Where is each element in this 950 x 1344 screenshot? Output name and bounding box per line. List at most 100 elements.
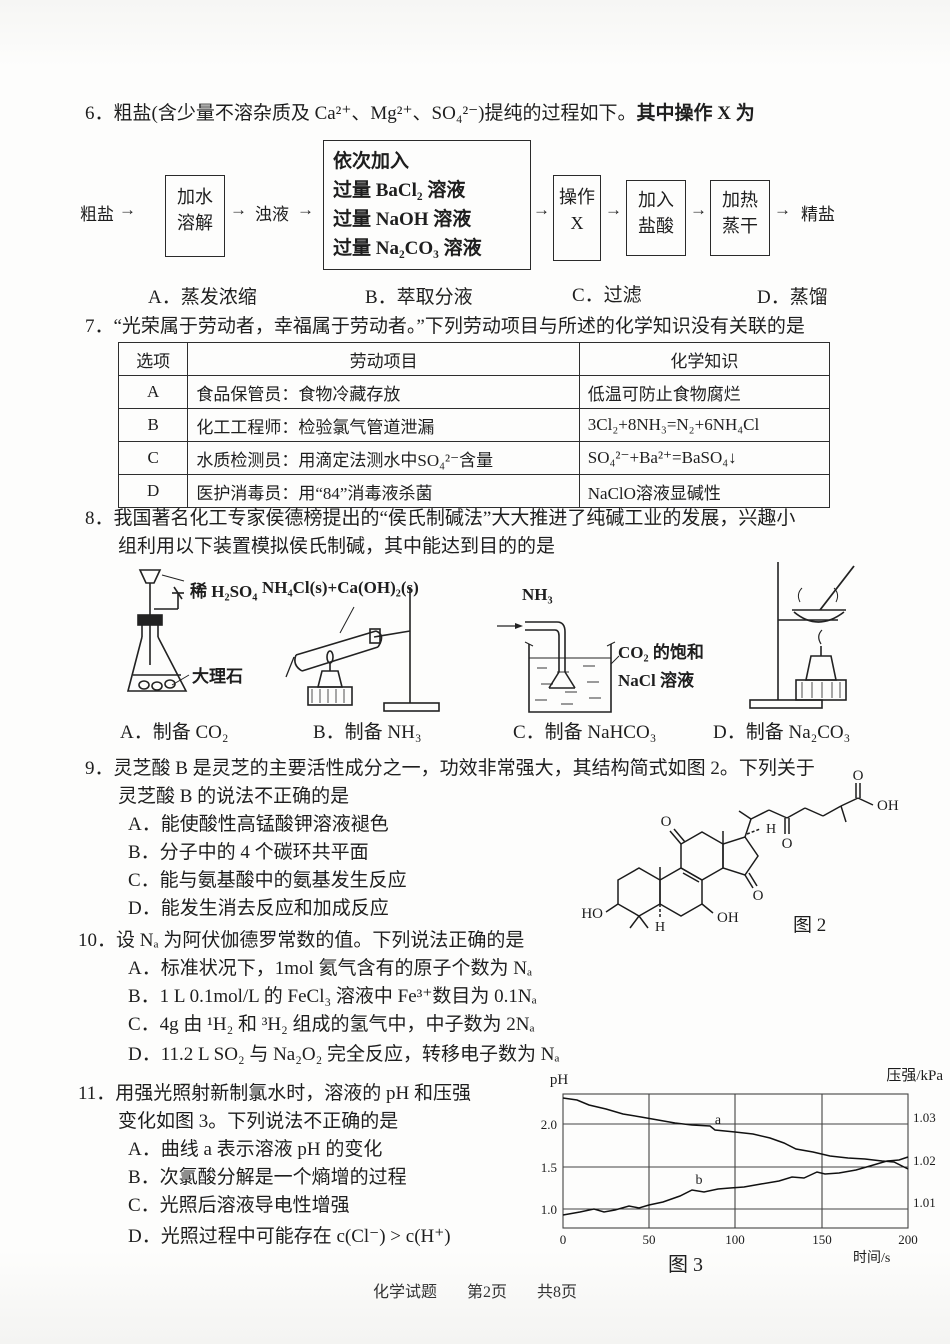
flow-opx-line1: 操作	[559, 187, 595, 207]
flow-arrow-icon: →	[230, 200, 247, 219]
q11-option-b: B．次氯酸分解是一个熵增的过程	[128, 1167, 407, 1188]
apparatus-a-co2-generator	[126, 569, 190, 692]
q9-stem-line2: 灵芝酸 B 的说法不正确的是	[118, 786, 350, 807]
table-cell: D	[117, 474, 189, 508]
flow-reagent-line4: 过量 Na₂CO₃ 溶液	[333, 238, 482, 259]
q10-option-b: B．1 L 0.1mol/L 的 FeCl₃ 溶液中 Fe³⁺数目为 0.1Nₐ	[128, 986, 537, 1007]
fig3-ytick-right: 1.01	[913, 1195, 936, 1210]
flow-arrow-icon: →	[533, 200, 550, 219]
q6-stem: 6．粗盐(含少量不溶杂质及 Ca²⁺、Mg²⁺、SO₄²⁻)提纯的过程如下。其中…	[85, 101, 755, 127]
footer-page-number: 第2页	[466, 1284, 507, 1301]
fig3-ytick-right: 1.02	[913, 1153, 936, 1168]
flow-start-label: 粗盐	[80, 205, 114, 224]
fig3-xtick: 0	[560, 1232, 567, 1247]
q7-row-a: A 食品保管员：食物冷藏存放 低温可防止食物腐烂	[117, 375, 831, 409]
q11-option-d: D．光照过程中可能存在 c(Cl⁻) > c(H⁺)	[128, 1226, 451, 1247]
fig3-xtick: 150	[812, 1232, 832, 1247]
flow-box-acid: 加入 盐酸	[626, 180, 686, 256]
q8-caption-b: B．制备 NH₃	[313, 722, 422, 743]
fig2-acid-oh: OH	[877, 798, 899, 814]
fig3-ytick-right: 1.03	[913, 1110, 936, 1125]
q8-stem-line1: 8．我国著名化工专家侯德榜提出的“侯氏制碱法”大大推进了纯碱工业的发展，兴趣小	[85, 508, 796, 529]
q10-option-a: A．标准状况下，1mol 氦气含有的原子个数为 Nₐ	[128, 958, 533, 979]
fig3-xlabel: 时间/s	[853, 1250, 890, 1266]
flow-arrow-icon: →	[690, 200, 707, 219]
q6-option-b: B．萃取分液	[365, 287, 473, 308]
flow-box-heat: 加热 蒸干	[710, 180, 770, 256]
flow-arrow-icon: →	[119, 200, 136, 219]
q7-row-b: B 化工工程师：检验氯气管道泄漏 3Cl₂+8NH₃=N₂+6NH₄Cl	[117, 408, 831, 442]
q8-caption-d: D．制备 Na₂CO₃	[713, 722, 851, 743]
q6-flowchart: 粗盐 → 加水 溶解 → 浊液 → 依次加入 过量 BaCl₂ 溶液 过量 Na…	[75, 140, 940, 275]
table-cell: 医护消毒员：用“84”消毒液杀菌	[187, 474, 580, 508]
apparatus-a-acid-label: 稀 H₂SO₄	[190, 582, 258, 601]
flow-heat-line2: 蒸干	[722, 216, 758, 236]
flow-end-label: 精盐	[801, 205, 835, 224]
table-cell: 化工工程师：检验氯气管道泄漏	[187, 408, 580, 442]
fig3-xtick: 100	[725, 1232, 745, 1247]
q8-caption-a: A．制备 CO₂	[120, 722, 229, 743]
q6-stem-text: 6．粗盐(含少量不溶杂质及 Ca²⁺、Mg²⁺、SO₄²⁻)提纯的过程如下。	[85, 103, 637, 124]
fig3-xtick: 50	[643, 1232, 656, 1247]
table-cell: 食品保管员：食物冷藏存放	[187, 375, 580, 409]
table-cell: 3Cl₂+8NH₃=N₂+6NH₄Cl	[578, 408, 831, 442]
q11-option-c: C．光照后溶液导电性增强	[128, 1195, 350, 1216]
apparatus-b-reagent-label: NH₄Cl(s)+Ca(OH)₂(s)	[262, 578, 419, 597]
flow-arrow-icon: →	[605, 200, 622, 219]
fig2-acid-o: O	[853, 768, 864, 784]
fig2-caption: 图 2	[793, 915, 827, 936]
fig3-chart: pH 压强/kPa 2.0 1.5 1.0 1.03 1.02 1.01 0 5…	[541, 1067, 944, 1266]
q8-stem-line2: 组利用以下装置模拟侯氏制碱，其中能达到目的的是	[118, 536, 556, 557]
q7-row-d: D 医护消毒员：用“84”消毒液杀菌 NaClO溶液显碱性	[117, 474, 831, 508]
table-cell: C	[117, 441, 189, 475]
fig3-ylabel-left: pH	[550, 1072, 569, 1088]
q11-stem-line2: 变化如图 3。下列说法不正确的是	[118, 1111, 399, 1132]
flow-heat-line1: 加热	[722, 190, 758, 210]
flow-acid-line1: 加入	[638, 190, 674, 210]
fig3-curve-b	[562, 1156, 909, 1216]
apparatus-c-solution-label2: NaCl 溶液	[618, 671, 695, 690]
flow-arrow-icon: →	[774, 200, 791, 219]
fig2-ketone-o3: O	[753, 888, 764, 904]
q7-header-row: 选项 劳动项目 化学知识	[117, 342, 831, 376]
flow-mid-label: 浊液	[255, 205, 289, 224]
q6-option-d: D．蒸馏	[757, 287, 828, 308]
q8-caption-c: C．制备 NaHCO₃	[513, 722, 657, 743]
q7-row-c: C 水质检测员：用滴定法测水中SO₄²⁻含量 SO₄²⁻+Ba²⁺=BaSO₄↓	[117, 441, 831, 475]
q10-stem: 10．设 Nₐ 为阿伏伽德罗常数的值。下列说法正确的是	[78, 930, 525, 951]
page-footer: 化学试题 第2页 共8页	[0, 1278, 950, 1302]
q6-option-c: C．过滤	[572, 285, 642, 306]
q6-option-a: A．蒸发浓缩	[148, 287, 257, 308]
fig3-curve-a-label: a	[715, 1113, 722, 1128]
fig3-curve-b-label: b	[696, 1173, 703, 1188]
q7-header-job: 劳动项目	[187, 342, 580, 376]
apparatus-c-solution-label1: CO₂ 的饱和	[618, 643, 704, 662]
footer-page-total: 共8页	[537, 1284, 578, 1301]
fig2-ketone-o2: O	[782, 836, 793, 852]
q7-table: 选项 劳动项目 化学知识 A 食品保管员：食物冷藏存放 低温可防止食物腐烂 B …	[117, 342, 831, 508]
apparatus-c-beaker	[497, 621, 620, 713]
q7-header-knowledge: 化学知识	[578, 342, 831, 376]
q6-stem-bold: 其中操作 X 为	[636, 103, 755, 124]
fig3-ytick-left: 1.5	[541, 1160, 557, 1175]
apparatus-b-nh3-generator	[285, 587, 440, 712]
apparatus-c-gas-label: NH₃	[522, 585, 553, 604]
q9-stem-line1: 9．灵芝酸 B 是灵芝的主要活性成分之一，功效非常强大，其结构简式如图 2。下列…	[85, 758, 815, 779]
q11-option-a: A．曲线 a 表示溶液 pH 的变化	[128, 1139, 383, 1160]
flow-box-reagents: 依次加入 过量 BaCl₂ 溶液 过量 NaOH 溶液 过量 Na₂CO₃ 溶液	[323, 140, 531, 270]
fig2-oh-ring: OH	[717, 910, 739, 926]
footer-title: 化学试题	[372, 1284, 437, 1301]
table-cell: A	[117, 375, 189, 409]
q9-option-d: D．能发生消去反应和加成反应	[128, 898, 389, 919]
fig2-structure: O O O O OH HO OH H H	[581, 768, 899, 935]
fig2-ketone-o1: O	[661, 814, 672, 830]
table-cell: SO₄²⁻+Ba²⁺=BaSO₄↓	[578, 441, 831, 475]
table-cell: B	[117, 408, 189, 442]
flow-box-operation-x: 操作 X	[553, 175, 601, 261]
q9-option-a: A．能使酸性高锰酸钾溶液褪色	[128, 814, 389, 835]
flow-box-dissolve-line2: 溶解	[177, 213, 213, 233]
fig3-ytick-left: 1.0	[541, 1202, 557, 1217]
apparatus-a-marble-label: 大理石	[192, 667, 243, 686]
q9-option-b: B．分子中的 4 个碳环共平面	[128, 842, 369, 863]
